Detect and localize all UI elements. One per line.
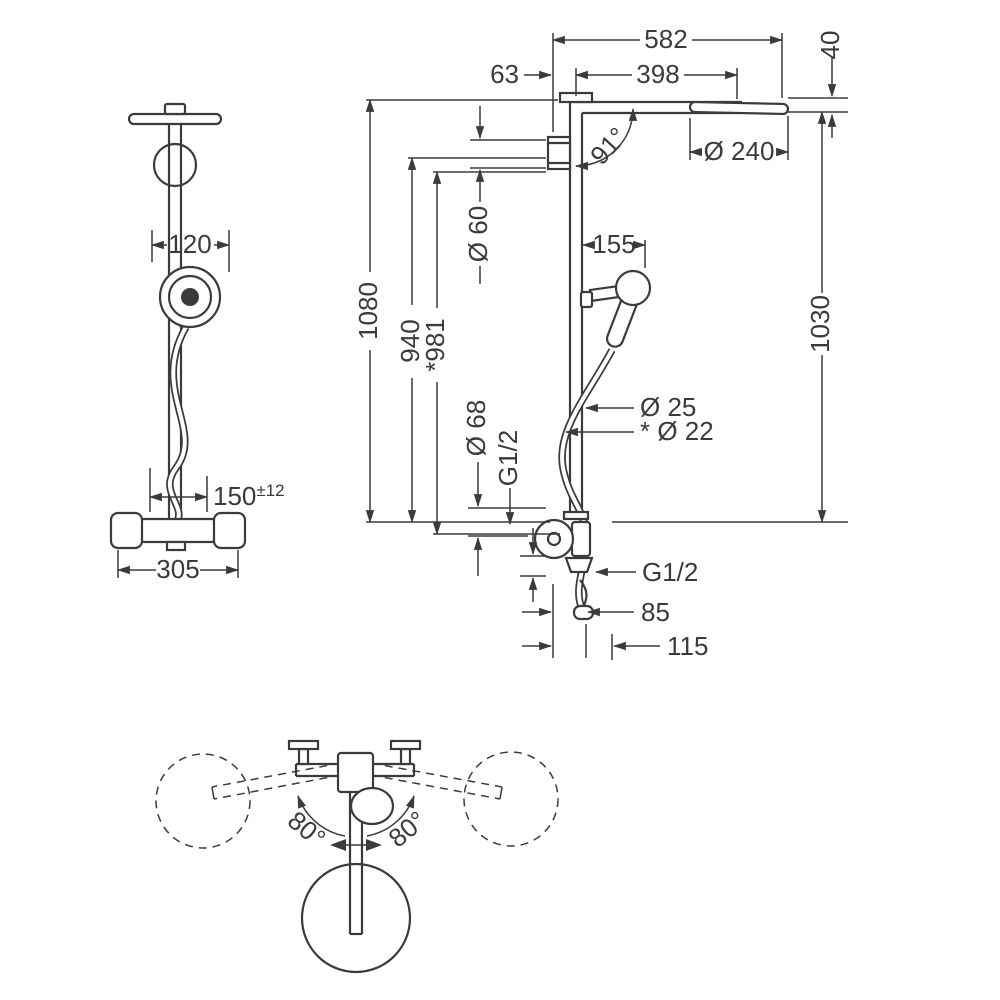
swivel-arm-left: [213, 774, 342, 800]
swivel-circle-left: [155, 753, 251, 849]
angle-91-label: 91°: [584, 121, 633, 170]
dim-582-label: 582: [644, 24, 687, 54]
front-wall-bracket: [546, 135, 572, 171]
dim-398-label: 398: [636, 59, 679, 89]
side-handshower-center: [181, 288, 199, 306]
top-fitting-cap-right: [389, 739, 422, 751]
pivot-arrow-right: [366, 839, 382, 851]
front-view: [533, 91, 790, 621]
dim-940-label: 940: [395, 319, 425, 362]
dim-1030-label: 1030: [805, 295, 835, 353]
side-thermostat-handle-right: [212, 511, 247, 550]
side-view-dimensions: 120 150±12 305: [116, 229, 285, 584]
dim-150-label: 150±12: [213, 481, 285, 511]
pivot-arrow-left: [330, 839, 346, 851]
dim-305-label: 305: [156, 554, 199, 584]
dim-981-label: *981: [420, 318, 450, 372]
side-overhead-connector: [163, 102, 187, 116]
swivel-arm-left: [211, 762, 342, 788]
valve-cap-center: [546, 531, 562, 547]
angle-91-arc: [574, 107, 638, 171]
top-fitting-stem-left: [297, 747, 310, 766]
front-handshower-head: [614, 269, 652, 307]
dim-120-label: 120: [168, 229, 211, 259]
dim-85-label: 85: [641, 597, 670, 627]
swivel-arm-left-end: [211, 786, 215, 800]
valve-nut: [564, 556, 594, 574]
thread-lower-label: G1/2: [642, 557, 698, 587]
dim-68-label: Ø 68: [461, 400, 491, 456]
valve-cap: [533, 518, 575, 560]
dim-1080-label: 1080: [353, 282, 383, 340]
rotation-view: 80° 80°: [155, 739, 559, 974]
angle-80-left-label: 80°: [282, 805, 331, 853]
top-overhead-shower: [300, 862, 412, 974]
side-wall-bracket: [152, 142, 198, 188]
dim-22-label: * Ø 22: [640, 416, 714, 446]
side-thermostat-body: [138, 517, 218, 544]
side-thermostat-outlet: [165, 540, 187, 552]
dim-25-label: Ø 25: [640, 392, 696, 422]
swivel-arm-right: [370, 774, 501, 800]
dim-150-value: 150: [213, 481, 256, 511]
valve-body: [570, 520, 592, 558]
swivel-circle-right: [463, 751, 559, 847]
side-handshower-face: [167, 274, 213, 320]
dim-150-tolerance: ±12: [256, 481, 284, 500]
dim-60-label: Ø 60: [463, 206, 493, 262]
top-fitting-cap-left: [287, 739, 320, 751]
side-hose: [167, 326, 188, 523]
outlet-hose: [579, 579, 588, 607]
angle-80-arc-right: [366, 794, 415, 837]
dim-155-label: 155: [592, 229, 635, 259]
valve-flange: [562, 510, 590, 521]
dim-63-label: 63: [490, 59, 519, 89]
angle-80-arc-left: [297, 794, 346, 837]
swivel-arm-right-end: [499, 786, 503, 800]
thread-upper-label: G1/2: [493, 430, 523, 486]
side-thermostat-handle-left: [109, 511, 144, 550]
side-view: [109, 102, 247, 552]
top-pivot-oval: [349, 786, 395, 826]
top-fitting-stem-right: [399, 747, 412, 766]
top-center-block: [336, 751, 375, 794]
handshower-holder-clamp: [579, 290, 594, 309]
dim-40-label: 40: [815, 31, 845, 60]
front-overhead-shower: [688, 100, 790, 116]
dim-240-label: Ø 240: [704, 136, 775, 166]
front-view-dimensions: 582 398 63 40 Ø 240 91° Ø 60 155: [353, 24, 848, 661]
side-overhead-shower: [127, 112, 223, 126]
dim-115-label: 115: [667, 631, 708, 661]
